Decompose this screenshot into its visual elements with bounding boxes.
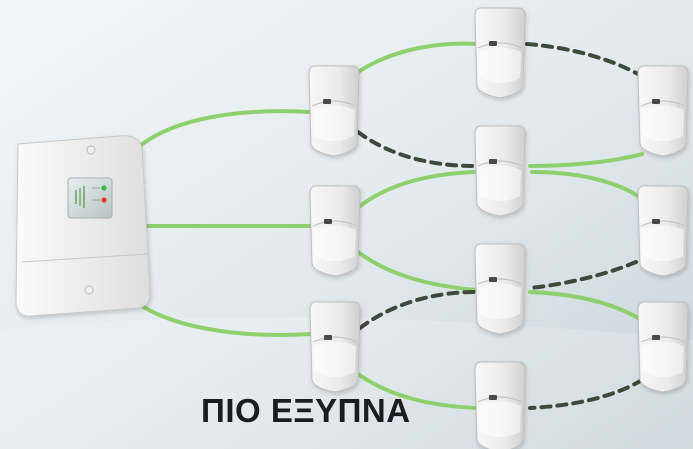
link-panel-r1 [126,109,312,160]
link-lines [124,41,644,410]
link-right2-midlower [528,260,638,290]
control-panel [15,135,151,317]
motion-sensor-mid-upper [474,125,526,217]
motion-sensor-r3c1 [309,301,361,393]
panel-body [15,135,151,317]
panel-screw-top [86,145,96,155]
panel-led-red [101,197,107,203]
link-top-right1 [525,42,640,76]
link-right1-midupper [528,152,644,168]
link-midupper-right2 [530,170,640,198]
motion-sensor-mid-lower [474,243,526,335]
motion-sensor-right-1 [637,65,689,157]
link-r3-bottom [356,372,478,410]
panel-signal-icon [75,186,85,208]
motion-sensor-right-2 [637,185,689,277]
motion-sensor-bottom [474,361,526,449]
link-right3-bottom [528,378,644,410]
link-midlower-right3 [528,290,640,320]
link-r1-top [356,41,480,74]
slogan-caption: ΠΙΟ ΕΞΥΠΝΑ [201,392,411,429]
motion-sensor-top [474,7,526,99]
panel-lower-divider [21,253,149,263]
motion-sensors [308,7,689,449]
link-r2-midupper [358,170,476,208]
motion-sensor-r1c1 [308,65,360,157]
motion-sensor-right-3 [637,301,689,393]
panel-screw-bottom [84,285,94,295]
motion-sensor-r2c1 [309,185,361,277]
panel-led-green [101,185,107,191]
link-r2-midlower [356,250,478,292]
